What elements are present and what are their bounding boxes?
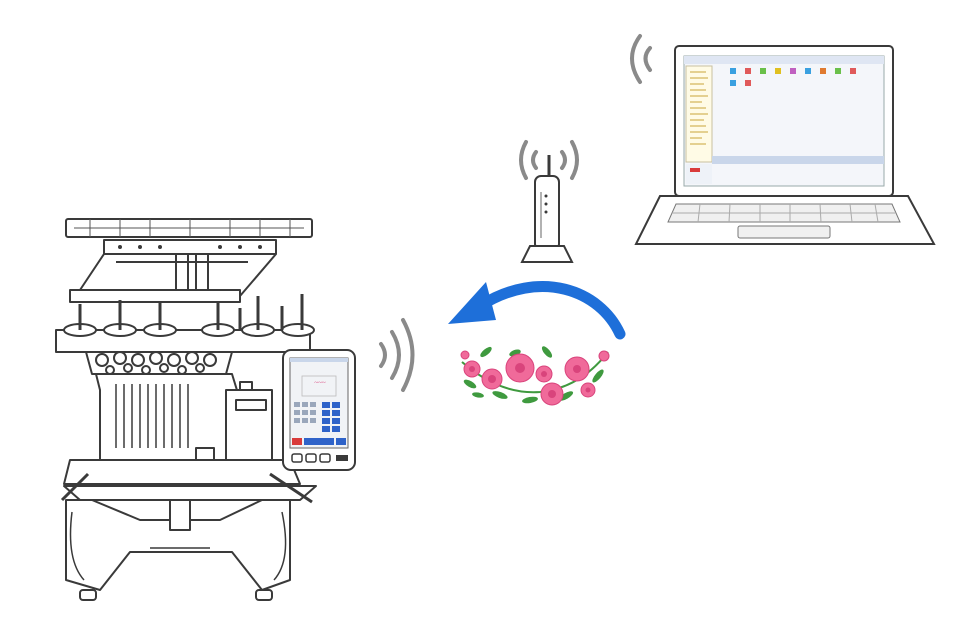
laptop-icon [634, 45, 936, 245]
machine-touchscreen-panel: ~~~ [282, 349, 356, 471]
embroidery-machine-icon [55, 218, 317, 601]
laptop-signal-waves-icon [630, 34, 652, 84]
router-signal-waves-icon [519, 140, 579, 180]
flower-embroidery-design-icon [460, 346, 610, 406]
machine-signal-waves-icon [379, 318, 415, 392]
transfer-arrow-icon [448, 281, 626, 340]
svg-text:~~~: ~~~ [314, 379, 326, 387]
wireless-router-icon [520, 155, 574, 263]
